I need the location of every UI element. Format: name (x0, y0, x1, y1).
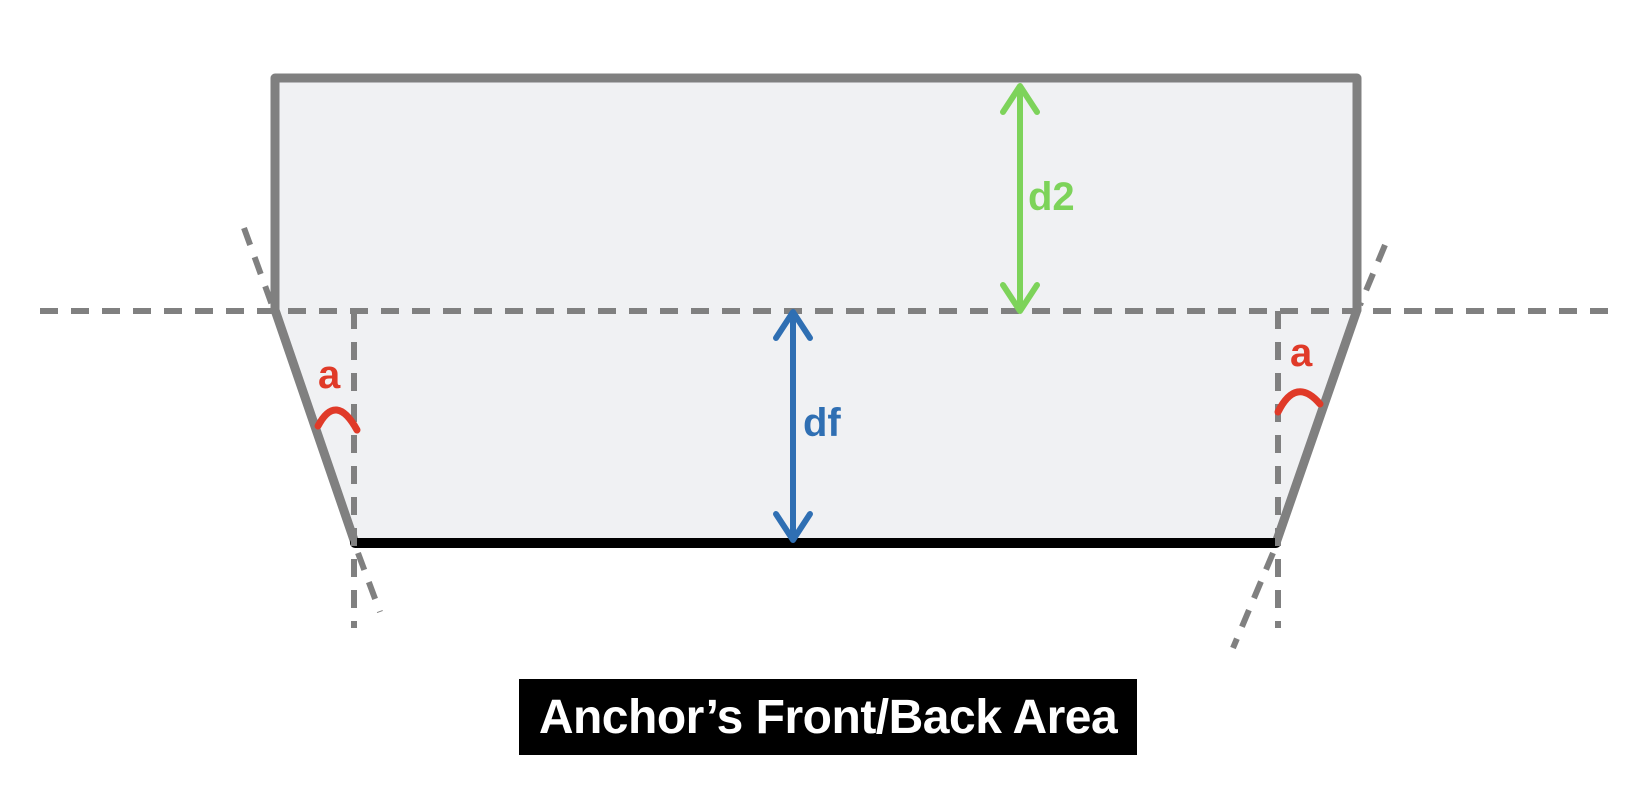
df-label: df (803, 401, 841, 445)
caption-box: Anchor’s Front/Back Area (519, 679, 1137, 755)
d2-dimension-arrow (1000, 83, 1040, 314)
left-slant-extension-lower (355, 551, 383, 614)
left-slant-extension-upper (241, 226, 275, 307)
df-dimension-arrow (773, 309, 813, 543)
top-rectangle-outline (270, 73, 1362, 315)
right-slant-extension-lower (1230, 551, 1276, 650)
right-angle-label: a (1290, 331, 1313, 375)
right-slanted-side (1271, 305, 1362, 548)
left-angle-arc (314, 406, 361, 434)
right-slant-extension-upper (1357, 243, 1388, 307)
caption-text: Anchor’s Front/Back Area (538, 690, 1118, 744)
right-angle-arc (1274, 388, 1324, 416)
d2-label: d2 (1028, 175, 1075, 219)
left-angle-label: a (318, 353, 341, 397)
